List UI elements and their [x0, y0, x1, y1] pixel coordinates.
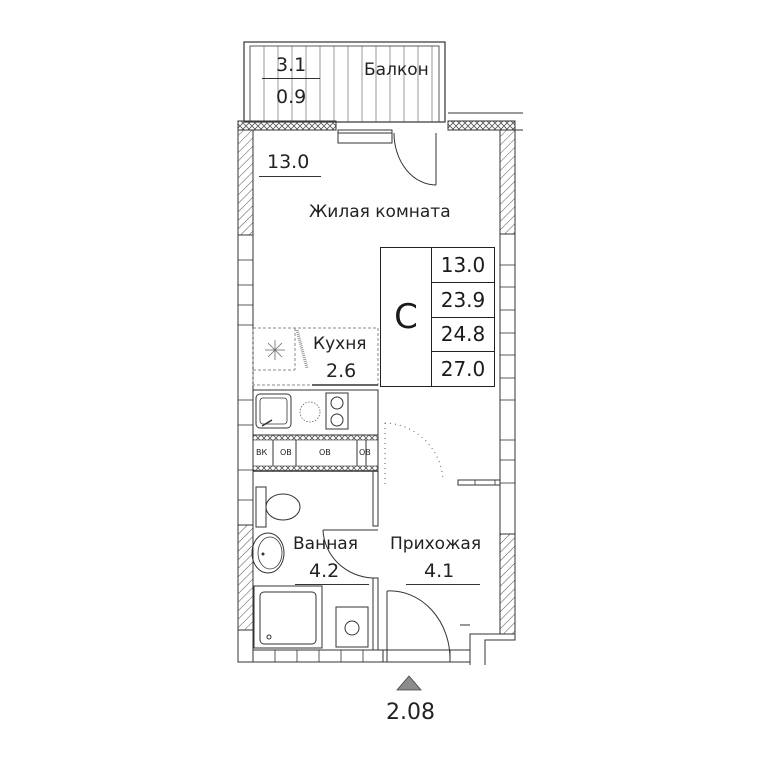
apartment-type: С: [381, 248, 432, 386]
balcony-door: [393, 132, 437, 186]
washing-machine-icon: [335, 606, 369, 648]
shower-tray-icon: [253, 585, 323, 649]
balcony-area-full: 3.1: [262, 54, 321, 79]
kitchen-name: Кухня: [313, 334, 367, 354]
bathroom-area: 4.2: [295, 560, 370, 585]
shaft-label-ov-1: ОВ: [280, 448, 292, 457]
bathroom-name: Ванная: [293, 534, 358, 554]
area-summary-table: С 13.0 23.9 24.8 27.0: [380, 247, 495, 387]
outer-walls: [237, 129, 516, 665]
balcony-area-reduced: 0.9: [276, 86, 307, 108]
area-value-full: 27.0: [440, 357, 486, 382]
hallway-doors: [384, 422, 501, 662]
area-value-living: 13.0: [432, 248, 494, 283]
shaft-label-vk: ВК: [256, 448, 268, 457]
shaft-label-ov-3: ОВ: [359, 448, 371, 457]
entrance-marker-icon: [396, 675, 422, 691]
bathroom: [251, 470, 379, 651]
sink-icon: [251, 532, 285, 574]
top-wall: [237, 112, 523, 144]
living-room-name: Жилая комната: [309, 202, 451, 222]
kitchen: [252, 327, 379, 436]
entrance-marker-label: 2.08: [386, 700, 435, 725]
hallway-area: 4.1: [406, 560, 481, 585]
area-value-total: 23.9: [432, 283, 494, 318]
ventilation-icon: [265, 340, 285, 360]
balcony-name: Балкон: [364, 60, 429, 80]
toilet-icon: [255, 486, 301, 528]
living-room-area: 13.0: [259, 151, 322, 177]
hallway-name: Прихожая: [390, 534, 482, 554]
shaft-label-ov-2: ОВ: [319, 448, 331, 457]
kitchen-area: 2.6: [326, 360, 357, 382]
balcony: [243, 41, 446, 123]
area-value-with-balcony: 24.8: [432, 318, 494, 353]
